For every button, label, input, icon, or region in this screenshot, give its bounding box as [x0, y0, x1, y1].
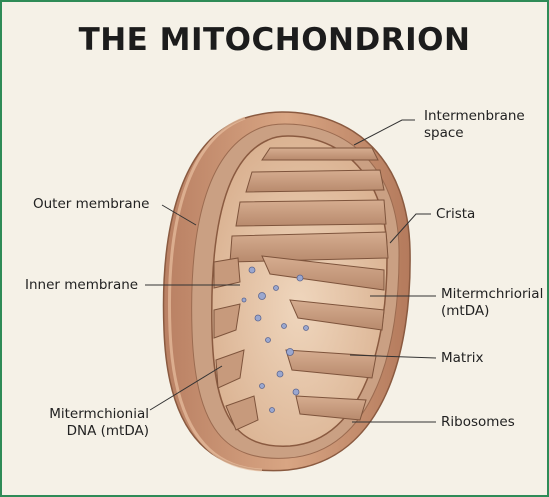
label-ribosomes: Ribosomes	[441, 414, 515, 431]
label-mitermchriorial: Mitermchriorial (mtDA)	[441, 286, 543, 320]
label-intermembrane-space: Intermenbrane space	[424, 108, 525, 142]
label-mtdna-line-2: DNA (mtDA)	[45, 423, 149, 440]
label-outer-membrane: Outer membrane	[33, 196, 149, 213]
label-mitermchriorial-line-2: (mtDA)	[441, 303, 543, 320]
label-matrix: Matrix	[441, 350, 484, 367]
label-intermembrane-line-1: Intermenbrane	[424, 108, 525, 125]
label-mitermchionial-dna: Mitermchionial DNA (mtDA)	[45, 406, 149, 440]
crista-2	[246, 170, 384, 192]
label-inner-membrane: Inner membrane	[25, 277, 138, 294]
label-mtdna-line-1: Mitermchionial	[45, 406, 149, 423]
crista-1	[262, 148, 378, 160]
crista-3	[236, 200, 386, 226]
crista-4	[230, 232, 388, 262]
label-mitermchriorial-line-1: Mitermchriorial	[441, 286, 543, 303]
label-intermembrane-line-2: space	[424, 125, 525, 142]
label-crista: Crista	[436, 206, 475, 223]
